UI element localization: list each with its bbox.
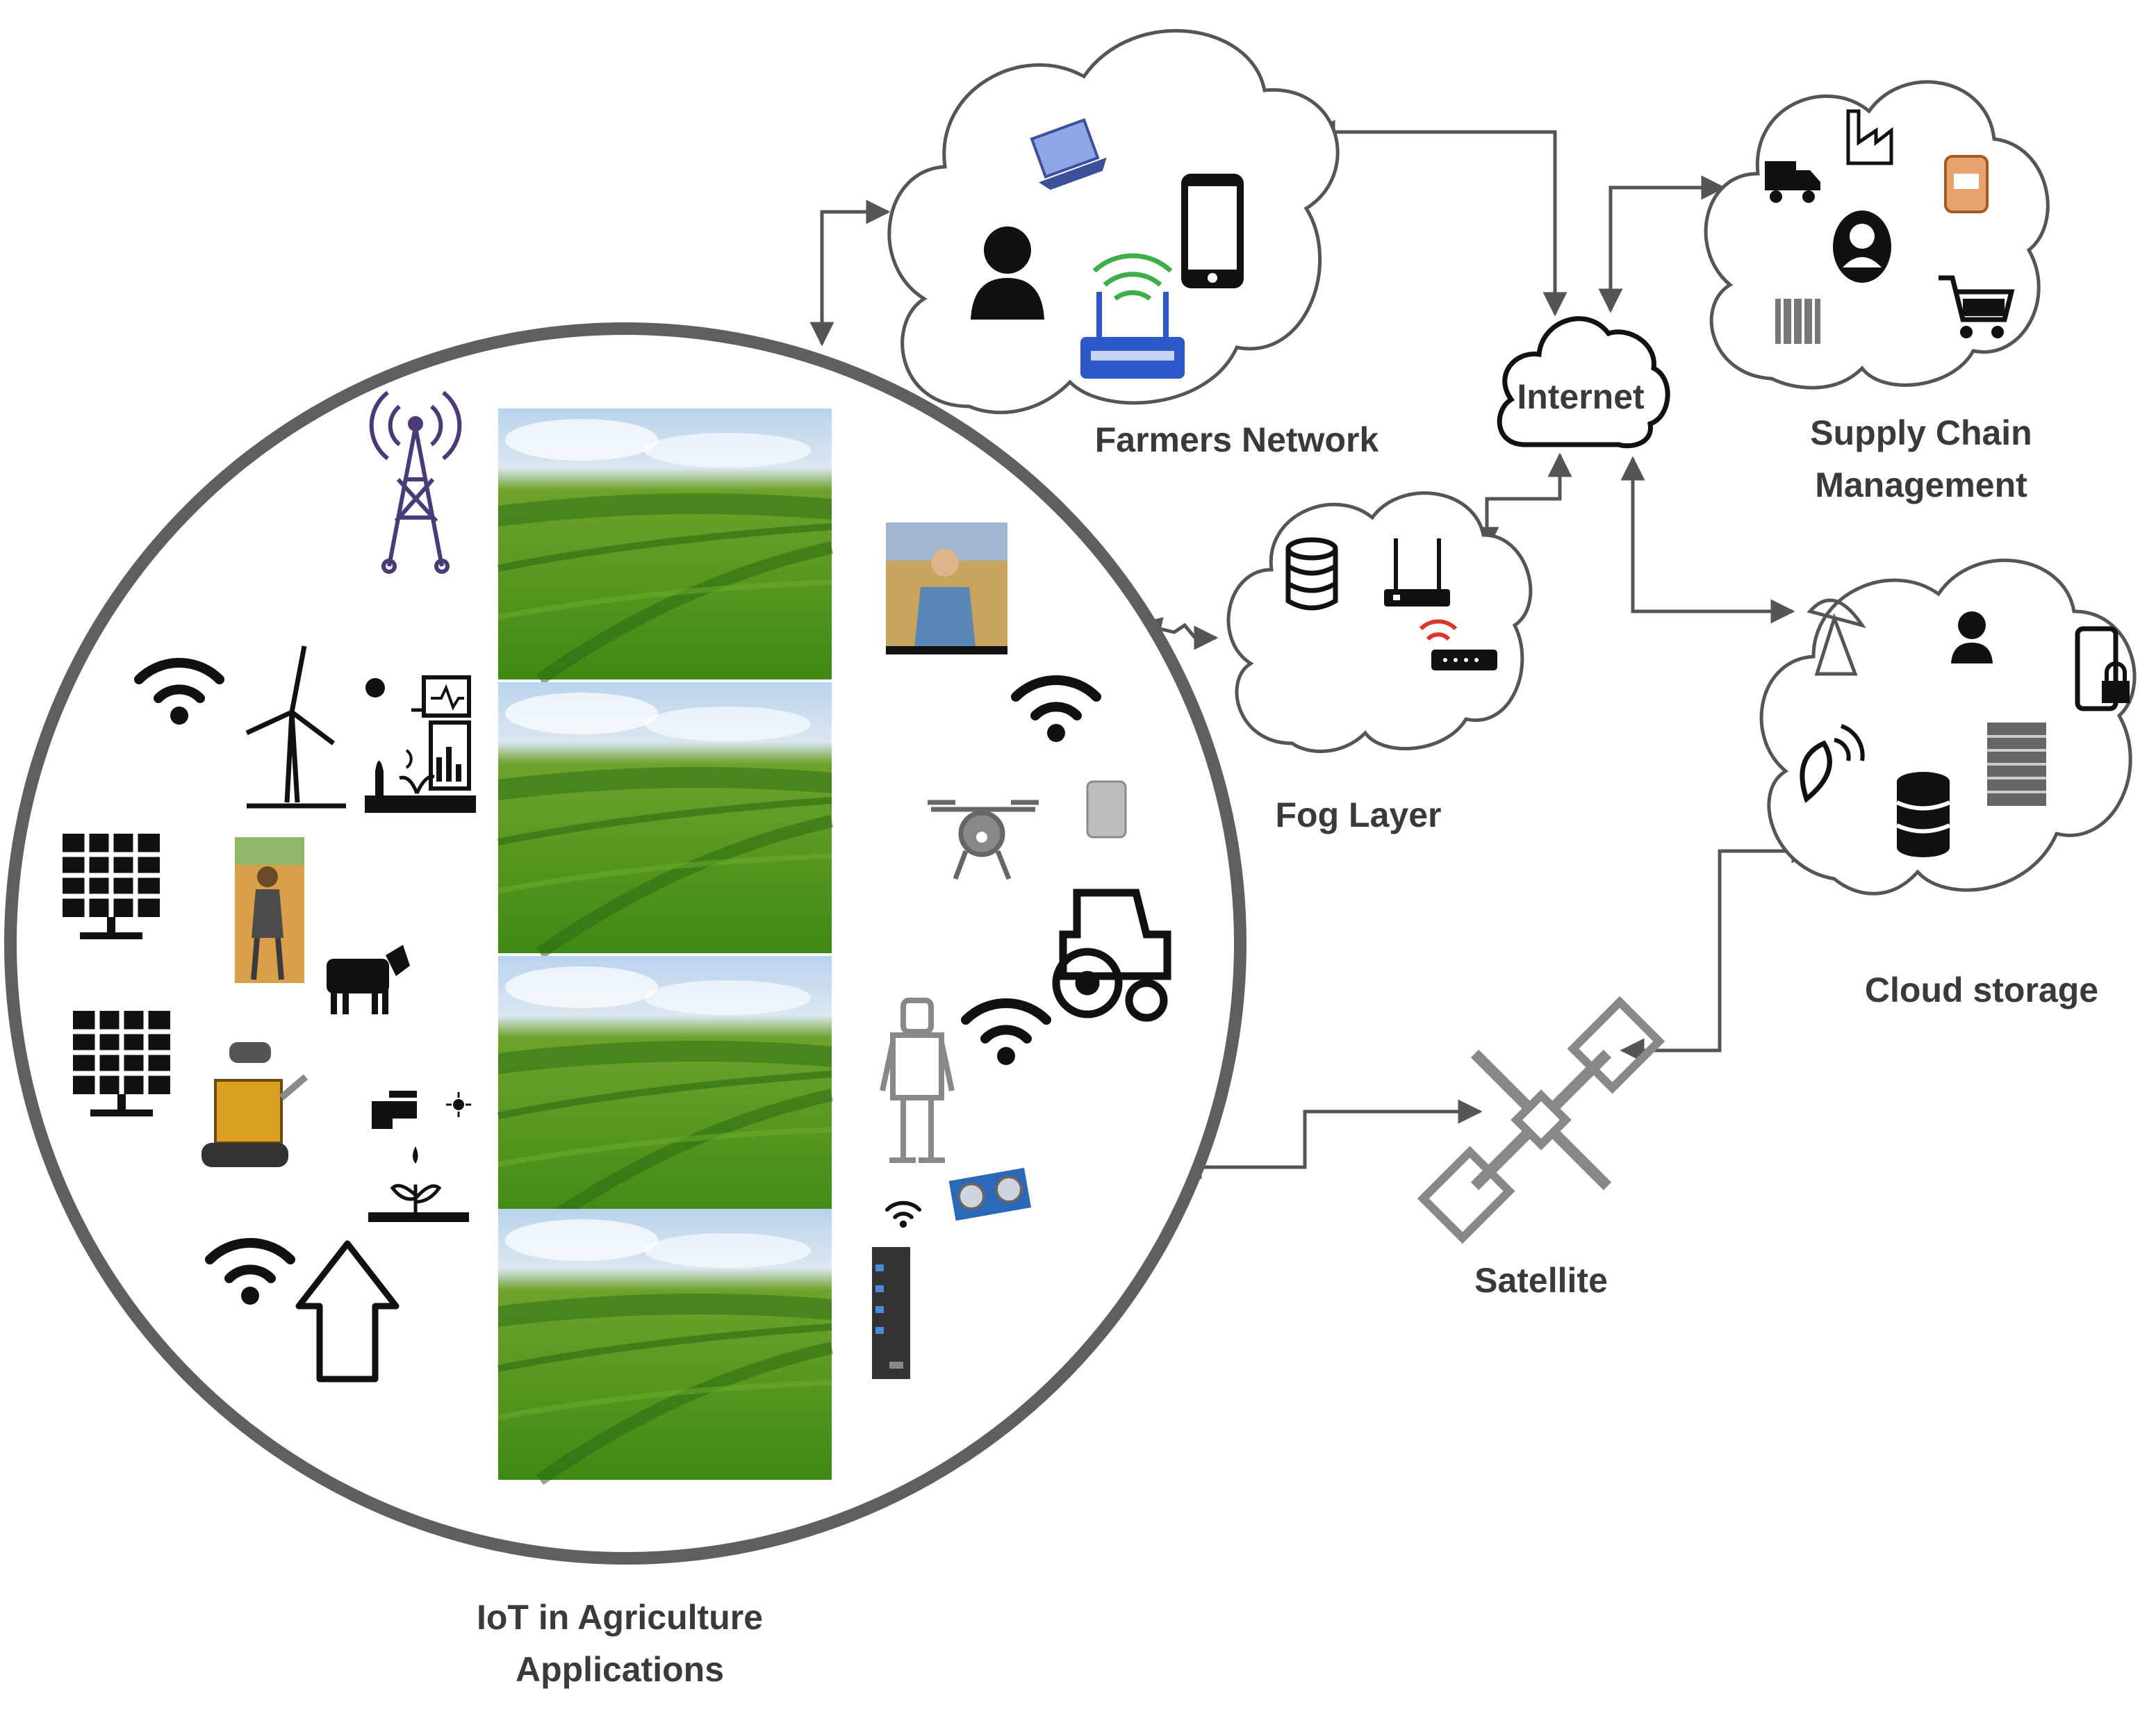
robot-photo (201, 1042, 308, 1167)
edge-satellite-cloud (1620, 839, 1816, 1063)
wifi-router-icon (1419, 619, 1497, 670)
field-photo (498, 409, 832, 679)
supply-chain-cloud (1704, 80, 2050, 390)
weather-station-icon (365, 675, 476, 813)
sensor-module-icon (1086, 780, 1127, 839)
fog-layer-label: Fog Layer (1276, 795, 1442, 834)
warehouse-icon (1775, 299, 1820, 344)
farmer-photo (886, 522, 1007, 654)
cloud-storage-label: Cloud storage (1865, 971, 2098, 1009)
edge-internet-supply (1598, 175, 1726, 313)
fog-layer-cloud (1226, 491, 1533, 753)
database-icon (1285, 537, 1338, 611)
truck-icon (1765, 161, 1820, 203)
farmers-network-label: Farmers Network (1095, 420, 1379, 459)
edge-internet-fog (1474, 452, 1572, 552)
radio-tower-icon (369, 390, 462, 574)
user-icon (1951, 611, 1993, 663)
gateway-device-icon (872, 1247, 910, 1379)
ultrasonic-sensor-icon (948, 1167, 1032, 1221)
database-icon (1895, 772, 1951, 857)
person-pin-icon (1833, 211, 1891, 283)
user-icon (971, 226, 1044, 320)
connectors (809, 119, 1816, 1180)
field-photo (498, 682, 832, 953)
field-photo (498, 1209, 832, 1480)
edge-iot-farmers (809, 199, 891, 347)
internet-label: Internet (1517, 377, 1645, 416)
edge-farmers-internet (1310, 119, 1567, 317)
iot-applications-label: Applications (516, 1650, 724, 1689)
shopping-cart-icon (1939, 275, 2015, 338)
router-icon (1384, 538, 1450, 607)
edge-internet-cloud (1620, 456, 1795, 624)
container-icon (1944, 155, 1989, 213)
tractor-icon (1052, 889, 1171, 1022)
irrigation-icon (368, 1091, 471, 1222)
wind-turbine-icon (245, 645, 346, 809)
satellite-dish-icon (1807, 598, 1866, 676)
supply-chain-label: Supply Chain (1810, 413, 2032, 452)
iot-applications-label: IoT in Agriculture (477, 1598, 763, 1637)
farmers-network-cloud (887, 28, 1340, 415)
edge-iot-fog (1137, 617, 1219, 650)
wifi-router-icon (1080, 253, 1185, 379)
supply-chain-label: Management (1815, 465, 2027, 504)
cow-icon (327, 945, 410, 1014)
edge-iot-satellite (1177, 1099, 1483, 1180)
satellite-icon (1417, 996, 1665, 1244)
laptop-icon (1030, 118, 1107, 190)
signal-icon (1800, 724, 1865, 803)
internet-cloud: Internet (1497, 316, 1670, 449)
home-icon (295, 1240, 400, 1383)
smartphone-icon (1181, 174, 1244, 288)
field-photo (498, 956, 832, 1227)
phone-lock-icon (2075, 626, 2130, 711)
factory-icon (1846, 109, 1893, 165)
exoskeleton-icon (880, 998, 955, 1163)
satellite-label: Satellite (1474, 1261, 1608, 1300)
server-rack-icon (1987, 723, 2046, 806)
farmer-photo (235, 837, 304, 983)
iot-applications-circle (4, 322, 1246, 1565)
drone-icon (928, 800, 1039, 880)
cloud-storage-cloud (1759, 559, 2137, 896)
